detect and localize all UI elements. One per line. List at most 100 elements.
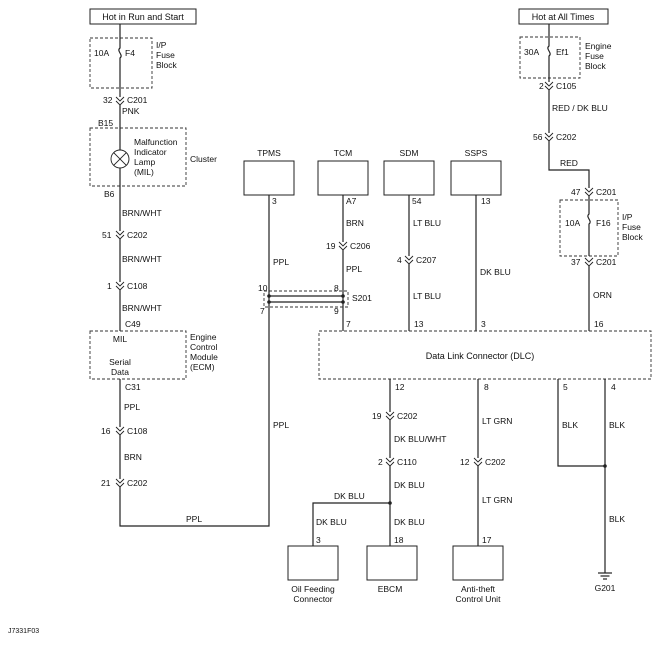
ecm-inner1: MIL xyxy=(113,334,127,344)
wire-label-blk-2: BLK xyxy=(609,420,625,430)
tpms-pin: 3 xyxy=(272,196,277,206)
f16-fuse-symbol xyxy=(587,196,591,256)
dlc-outline xyxy=(318,330,652,380)
source-all-times-box xyxy=(518,8,609,25)
wire-label-ppl-tcm: PPL xyxy=(346,264,362,274)
tcm-box xyxy=(317,160,369,196)
wire-label-ppl-tpms-2: PPL xyxy=(273,420,289,430)
mil-line2: Indicator xyxy=(134,147,167,157)
wire-blk-pin5 xyxy=(557,379,605,467)
dlc-pin-4: 4 xyxy=(611,382,616,392)
c110-pin: 2 xyxy=(378,457,383,467)
source-run-start-label: Hot in Run and Start xyxy=(102,12,184,22)
c201-top-name: C201 xyxy=(127,95,148,105)
c202-e-pin: 12 xyxy=(460,457,470,467)
c202-a-symbol xyxy=(115,230,125,240)
wire-dk-blu-oil xyxy=(312,502,390,546)
wire-label-dk-blu-wht: DK BLU/WHT xyxy=(394,434,446,444)
c201-b-pin: 47 xyxy=(571,187,581,197)
tcm-pin: A7 xyxy=(346,196,357,206)
tpms-box xyxy=(243,160,295,196)
c108-b-pin: 16 xyxy=(101,426,111,436)
f16-rating: 10A xyxy=(565,218,580,228)
f4-block-line2: Fuse xyxy=(156,50,175,60)
ebcm-pin: 18 xyxy=(394,535,404,545)
tpms-name: TPMS xyxy=(257,148,281,158)
ground-name: G201 xyxy=(595,583,616,593)
c202-c-pin: 56 xyxy=(533,132,543,142)
c108-a-pin: 1 xyxy=(107,281,112,291)
f16-block-line2: Fuse xyxy=(622,222,641,232)
c202-b-pin: 21 xyxy=(101,478,111,488)
ssps-box xyxy=(450,160,502,196)
wire-label-dk-blu-3: DK BLU xyxy=(334,491,365,501)
ef1-rating: 30A xyxy=(524,47,539,57)
ecm-pin-top: C49 xyxy=(125,319,141,329)
wire-label-lt-grn-2: LT GRN xyxy=(482,495,512,505)
ef1-name: Ef1 xyxy=(556,47,569,57)
sdm-box xyxy=(383,160,435,196)
antitheft-box xyxy=(452,545,504,581)
wire-label-dk-blu-1: DK BLU xyxy=(394,480,425,490)
cluster-pin-out: B6 xyxy=(104,189,115,199)
oil-pin: 3 xyxy=(316,535,321,545)
wire-label-lt-blu-2: LT BLU xyxy=(413,291,441,301)
f16-block-line1: I/P xyxy=(622,212,633,222)
oil-line2: Connector xyxy=(293,594,332,604)
c202-e-symbol xyxy=(473,457,483,467)
c207-pin: 4 xyxy=(397,255,402,265)
c201-top-pin: 32 xyxy=(103,95,113,105)
figure-id: J7331F03 xyxy=(8,628,39,635)
wire-label-brn-wht-2: BRN/WHT xyxy=(122,254,162,264)
wire-label-blk-3: BLK xyxy=(609,514,625,524)
ecm-inner2: Serial xyxy=(109,357,131,367)
c206-name: C206 xyxy=(350,241,371,251)
ef1-fuse-symbol xyxy=(547,37,551,78)
antitheft-line2: Control Unit xyxy=(456,594,502,604)
tcm-name: TCM xyxy=(334,148,352,158)
mil-line1: Malfunction xyxy=(134,137,178,147)
c201-top-symbol xyxy=(115,96,125,106)
cluster-outline xyxy=(89,127,187,187)
c202-a-name: C202 xyxy=(127,230,148,240)
dlc-pin-16: 16 xyxy=(594,319,604,329)
ecm-line2: Control xyxy=(190,342,218,352)
c108-b-symbol xyxy=(115,426,125,436)
c110-name: C110 xyxy=(397,457,417,467)
source-run-start-box xyxy=(89,8,197,25)
dlc-name: Data Link Connector (DLC) xyxy=(426,351,535,361)
f4-block-line3: Block xyxy=(156,60,178,70)
c207-symbol xyxy=(404,255,414,265)
s201-name: S201 xyxy=(352,293,372,303)
splice-node-blk xyxy=(603,464,607,468)
ecm-outline xyxy=(89,330,187,380)
ef1-block-line3: Block xyxy=(585,61,607,71)
wire-label-red-dk-blu: RED / DK BLU xyxy=(552,103,608,113)
cluster-pin-in: B15 xyxy=(98,118,113,128)
c202-b-name: C202 xyxy=(127,478,148,488)
c202-a-pin: 51 xyxy=(102,230,112,240)
c201-c-symbol xyxy=(584,257,594,267)
wire-label-brn-tcm: BRN xyxy=(346,218,364,228)
ecm-pin-bottom: C31 xyxy=(125,382,141,392)
wire-label-brn-wht-3: BRN/WHT xyxy=(122,303,162,313)
mil-line3: Lamp xyxy=(134,157,156,167)
s201-splice-outline xyxy=(263,290,349,308)
f4-name: F4 xyxy=(125,48,135,58)
c108-b-name: C108 xyxy=(127,426,148,436)
sdm-pin: 54 xyxy=(412,196,422,206)
c206-pin: 19 xyxy=(326,241,336,251)
f16-block-line3: Block xyxy=(622,232,644,242)
ef1-block-line2: Fuse xyxy=(585,51,604,61)
wire-label-red: RED xyxy=(560,158,578,168)
ssps-name: SSPS xyxy=(465,148,488,158)
c202-c-symbol xyxy=(544,132,554,142)
cluster-name: Cluster xyxy=(190,154,217,164)
s201-p10: 10 xyxy=(258,283,268,293)
c201-c-pin: 37 xyxy=(571,257,581,267)
s201-node-tcm-bottom xyxy=(341,300,345,304)
dlc-pin-3: 3 xyxy=(481,319,486,329)
f4-block-line1: I/P xyxy=(156,40,167,50)
